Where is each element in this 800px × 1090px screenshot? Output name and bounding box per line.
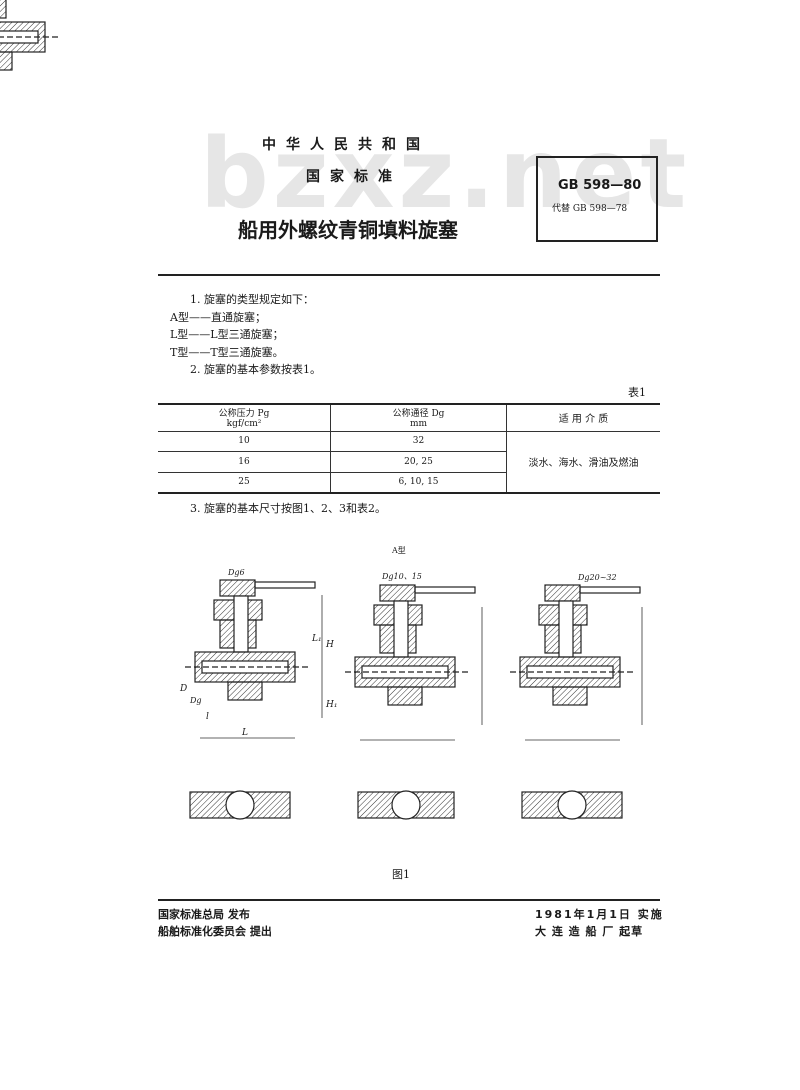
dim-label-h1: H₁ (326, 700, 338, 710)
watermark: bzxz.net (200, 118, 691, 230)
dim-label-small-l: l (206, 712, 209, 722)
drafter: 大 连 造 船 厂 起草 (535, 925, 644, 938)
standard-number-box: GB 598—80 代替 GB 598—78 (536, 156, 658, 242)
cell-diameter: 32 (330, 430, 507, 451)
clause-2: 2. 旋塞的基本参数按表1。 (190, 363, 321, 376)
effective-date: 1981年1月1日 实施 (535, 908, 664, 921)
replaces-standard: 代替 GB 598—78 (552, 204, 628, 214)
table-label: 表1 (628, 386, 646, 399)
type-t: T型——T型三通旋塞。 (170, 346, 284, 359)
figure-caption: 图1 (392, 868, 410, 881)
cell-pressure: 10 (158, 430, 331, 451)
standard-number: GB 598—80 (558, 178, 642, 193)
clause-3: 3. 旋塞的基本尺寸按图1、2、3和表2。 (190, 502, 386, 515)
type-l: L型——L型三通旋塞； (170, 328, 284, 341)
clause-1: 1. 旋塞的类型规定如下： (190, 293, 314, 306)
table-row: 25 6, 10, 15 (158, 471, 660, 494)
header-rule (158, 274, 660, 276)
dim-label-h: H (326, 640, 334, 650)
issuer: 国家标准总局 发布 (158, 908, 250, 921)
proposer: 船舶标准化委员会 提出 (158, 925, 272, 938)
table-row: 10 32 淡水、海水、滑油及燃油 (158, 430, 660, 493)
dim-label-l: L (242, 728, 248, 738)
view-label-3: Dg20~32 (578, 573, 617, 582)
cross-section-views (189, 790, 623, 820)
cell-pressure: 16 (158, 450, 331, 472)
view-label-2: Dg10、15 (382, 572, 422, 581)
cell-pressure: 25 (158, 471, 331, 494)
header-medium: 适 用 介 质 (506, 403, 660, 431)
dim-label-dg: Dg (190, 696, 202, 705)
dim-label-l1: L₁ (312, 634, 322, 644)
view-label-1: Dg6 (228, 568, 245, 577)
footer-rule (158, 899, 660, 901)
figure-type-label: A型 (392, 546, 406, 555)
country-heading: 中华人民共和国 (262, 137, 430, 153)
type-a: A型——直通旋塞； (170, 311, 266, 324)
cell-diameter: 20, 25 (330, 450, 507, 472)
dim-label-d: D (180, 684, 188, 694)
valve-section-drawing (0, 0, 60, 71)
cell-diameter: 6, 10, 15 (330, 471, 507, 494)
document-title: 船用外螺纹青铜填料旋塞 (238, 218, 458, 242)
category-heading: 国家标准 (306, 169, 402, 185)
table-row: 16 20, 25 (158, 450, 660, 472)
cell-medium: 淡水、海水、滑油及燃油 (506, 430, 660, 493)
dimension-lines (200, 595, 643, 741)
